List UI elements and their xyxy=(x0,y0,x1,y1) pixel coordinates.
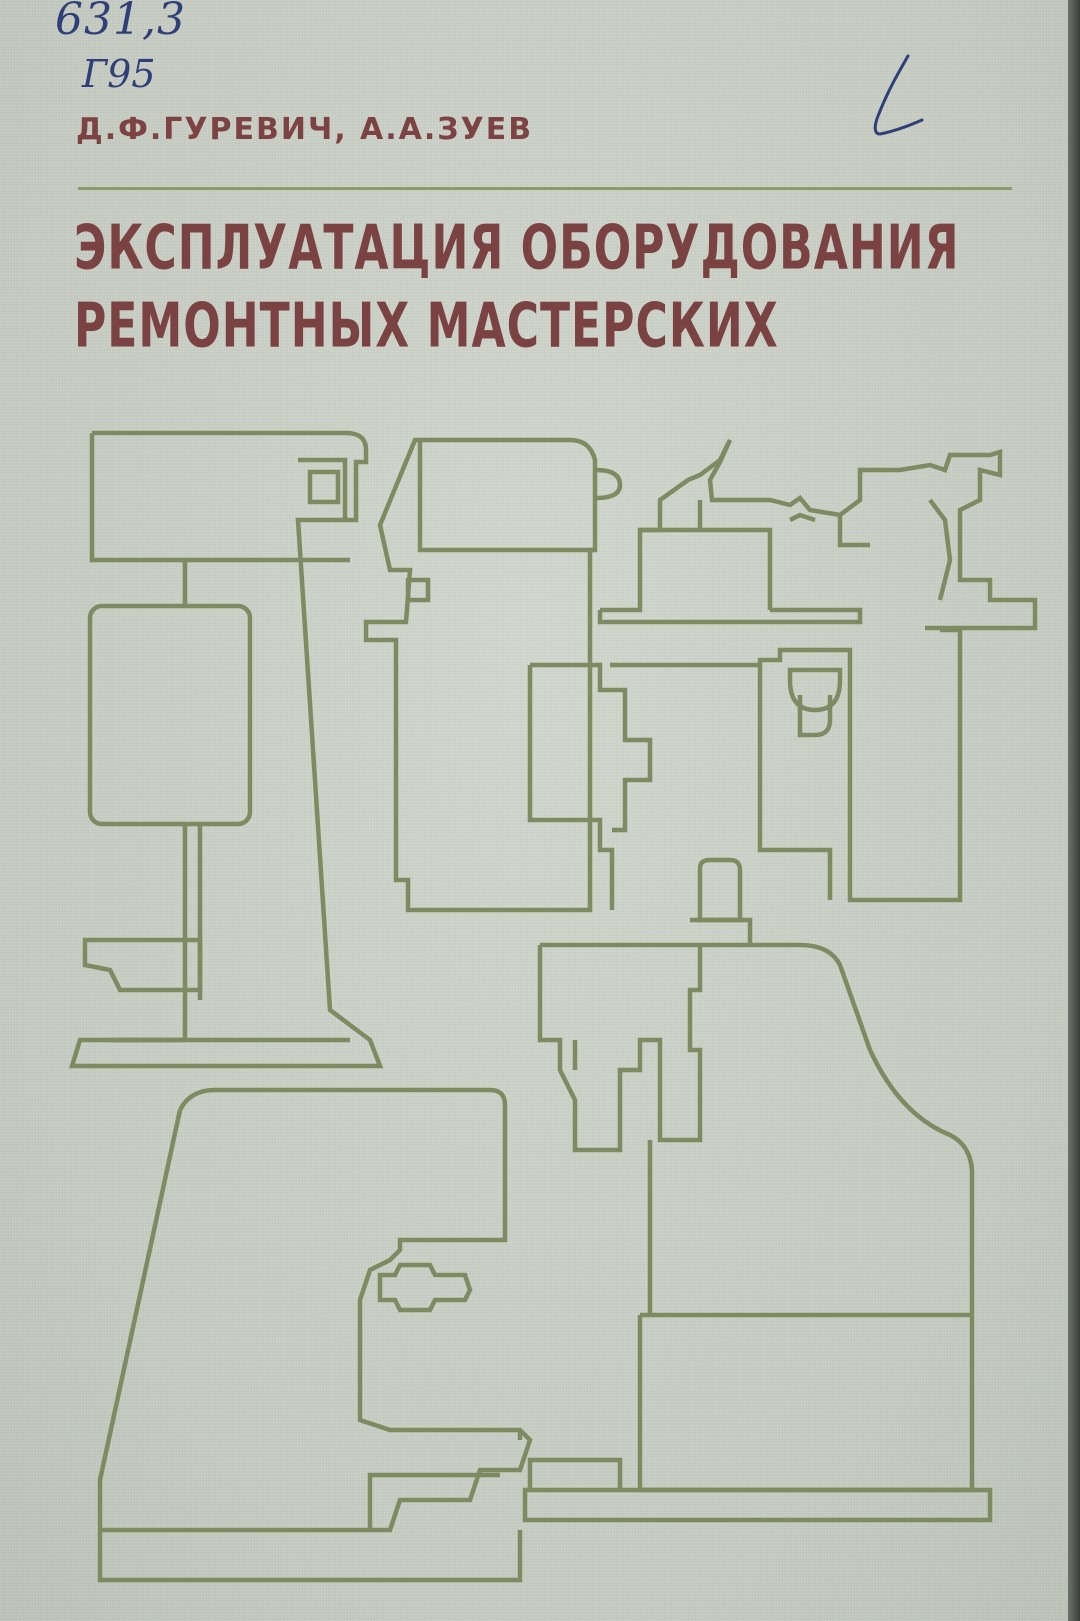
vertical-machine-drawing xyxy=(363,437,623,913)
call-number-line2: Г95 xyxy=(82,52,156,96)
authors: Д.Ф.ГУРЕВИЧ, А.А.ЗУЕВ xyxy=(76,112,534,147)
copy-mark-handwritten xyxy=(873,54,924,136)
c-frame-press-drawing xyxy=(97,1087,533,1583)
call-number-line1: 631,3 xyxy=(55,0,186,45)
title-line-1: ЭКСПЛУАТАЦИЯ ОБОРУДОВАНИЯ xyxy=(74,212,960,284)
book-edge xyxy=(1068,0,1080,1621)
press-machine-drawing xyxy=(522,857,993,1523)
drill-press-drawing xyxy=(68,430,384,1069)
divider-rule xyxy=(78,187,1012,190)
planer-frame-drawing xyxy=(527,627,963,910)
lathe-drawing xyxy=(597,438,1038,631)
title-line-2: РЕМОНТНЫХ МАСТЕРСКИХ xyxy=(74,290,779,362)
